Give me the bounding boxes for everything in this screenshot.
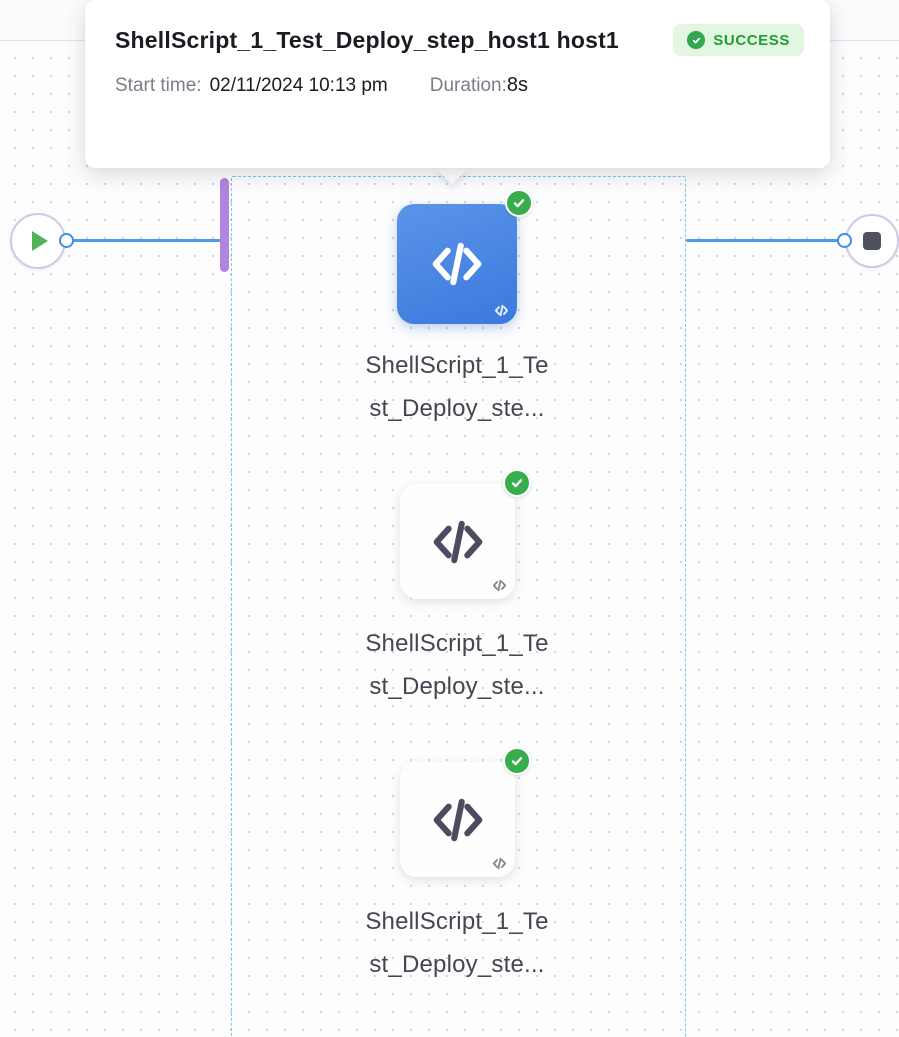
status-badge: SUCCESS (673, 24, 804, 56)
pipeline-start-node[interactable] (10, 213, 66, 269)
step-label-1: ShellScript_1_Te st_Deploy_ste... (317, 344, 597, 430)
success-check-icon (505, 189, 533, 217)
code-icon (432, 242, 482, 286)
step-details-tooltip: ShellScript_1_Test_Deploy_step_host1 hos… (85, 0, 830, 185)
success-check-icon (503, 469, 531, 497)
start-time-label: Start time: (115, 75, 202, 96)
connector-line-left (70, 239, 222, 242)
code-icon (433, 798, 482, 841)
stop-icon (863, 232, 881, 250)
status-badge-label: SUCCESS (713, 31, 790, 49)
duration-label: Duration: (429, 75, 507, 96)
connector-line-right (686, 239, 839, 242)
pipeline-end-node[interactable] (845, 214, 899, 268)
stage-insert-marker[interactable] (220, 178, 229, 272)
step-label-line: ShellScript_1_Te (365, 352, 549, 379)
code-mini-icon (494, 304, 509, 317)
duration-group: Duration: 8s (430, 74, 528, 97)
step-label-line: st_Deploy_ste... (369, 395, 545, 422)
step-node-3[interactable] (400, 747, 531, 877)
step-label-3: ShellScript_1_Te st_Deploy_ste... (317, 900, 597, 986)
tooltip-step-title: ShellScript_1_Test_Deploy_step_host1 hos… (115, 27, 619, 53)
step-label-line: st_Deploy_ste... (369, 951, 545, 978)
success-check-icon (503, 747, 531, 775)
step-label-line: st_Deploy_ste... (369, 673, 545, 700)
tooltip-box: ShellScript_1_Test_Deploy_step_host1 hos… (85, 0, 830, 168)
step-node-1[interactable] (397, 189, 533, 324)
code-icon (433, 520, 482, 563)
duration-value: 8s (506, 74, 528, 96)
tooltip-meta-row: Start time: 02/11/2024 10:13 pm Duration… (115, 74, 804, 97)
code-mini-icon (492, 579, 507, 592)
step-label-2: ShellScript_1_Te st_Deploy_ste... (317, 622, 597, 708)
step-node-2[interactable] (400, 469, 531, 599)
step-label-line: ShellScript_1_Te (365, 630, 549, 657)
code-mini-icon (492, 857, 507, 870)
start-time-group: Start time: 02/11/2024 10:13 pm (115, 75, 388, 97)
play-icon (32, 231, 48, 251)
step-label-line: ShellScript_1_Te (365, 908, 549, 935)
end-connector-port[interactable] (837, 233, 852, 248)
start-connector-port[interactable] (59, 233, 74, 248)
pipeline-canvas[interactable]: ShellScript_1_Te st_Deploy_ste... She (0, 41, 899, 1037)
start-time-value: 02/11/2024 10:13 pm (209, 75, 388, 96)
check-circle-icon (687, 31, 706, 49)
